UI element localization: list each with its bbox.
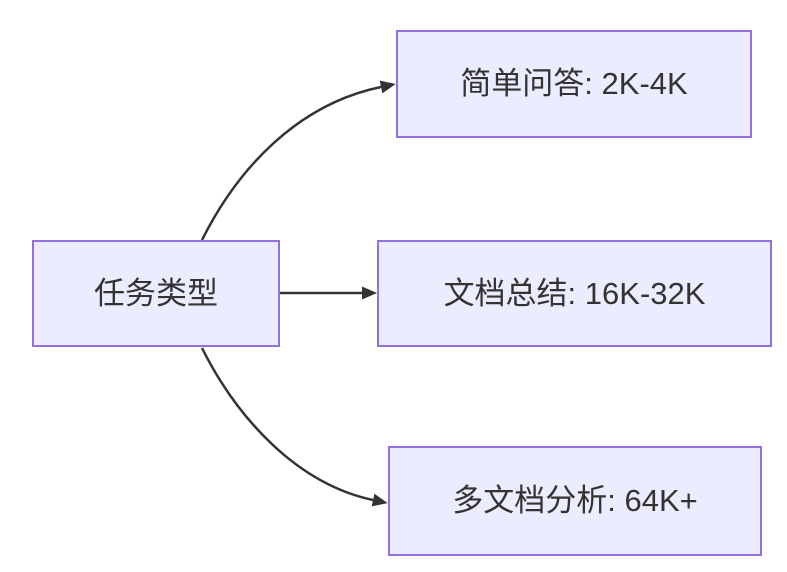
node-simple-qa: 简单问答: 2K-4K [396,30,752,138]
node-multi-doc-label: 多文档分析: 64K+ [452,483,698,519]
node-doc-summary-label: 文档总结: 16K-32K [443,275,706,311]
node-task-type: 任务类型 [32,240,280,347]
node-simple-qa-label: 简单问答: 2K-4K [460,66,688,102]
node-multi-doc: 多文档分析: 64K+ [388,446,762,556]
node-task-type-label: 任务类型 [94,275,218,311]
edge-root-to-multi-doc [200,347,388,507]
node-doc-summary: 文档总结: 16K-32K [377,240,772,347]
edge-root-to-simple-qa [200,80,396,241]
